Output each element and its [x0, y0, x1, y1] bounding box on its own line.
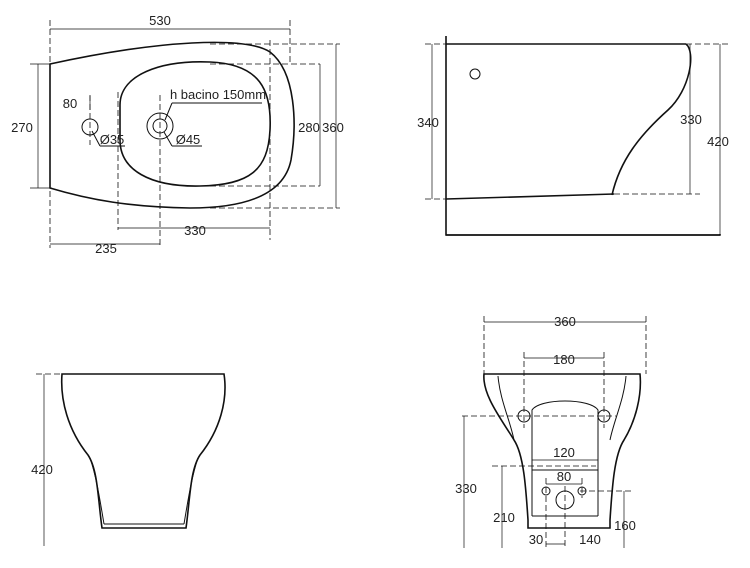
dim-340: 340: [417, 115, 439, 130]
side-view-outline: [445, 36, 721, 236]
back-view-outline: [483, 373, 642, 529]
label-hole-35: Ø35: [100, 132, 125, 147]
dim-210: 210: [493, 510, 515, 525]
dim-420-side: 420: [707, 134, 729, 149]
dim-235: 235: [95, 241, 117, 256]
label-drain-45: Ø45: [176, 132, 201, 147]
dim-80-back: 80: [557, 469, 571, 484]
front-view-outline: [60, 373, 226, 529]
dim-80: 80: [63, 96, 77, 111]
side-view: 340 330 420: [417, 36, 730, 236]
dim-330-side: 330: [680, 112, 702, 127]
back-view: 360 180 120 80 330 210 160 30 140: [455, 314, 647, 548]
dim-140: 140: [579, 532, 601, 547]
side-hole: [469, 68, 481, 80]
top-view-outline: [49, 41, 295, 209]
dim-360-back: 360: [554, 314, 576, 329]
front-view: 420: [31, 373, 226, 546]
dim-420-front: 420: [31, 462, 53, 477]
label-basin-height: h bacino 150mm: [170, 87, 266, 102]
dim-280: 280: [298, 120, 320, 135]
dim-330-back: 330: [455, 481, 477, 496]
dim-30: 30: [529, 532, 543, 547]
top-view: 530 270 80 Ø35 h bacino 150mm Ø45 280 36…: [11, 13, 344, 256]
dim-120: 120: [553, 445, 575, 460]
dim-530: 530: [149, 13, 171, 28]
dim-160: 160: [614, 518, 636, 533]
dim-180: 180: [553, 352, 575, 367]
dim-360: 360: [322, 120, 344, 135]
top-view-basin: [119, 61, 271, 187]
dim-330-top: 330: [184, 223, 206, 238]
dim-270: 270: [11, 120, 33, 135]
